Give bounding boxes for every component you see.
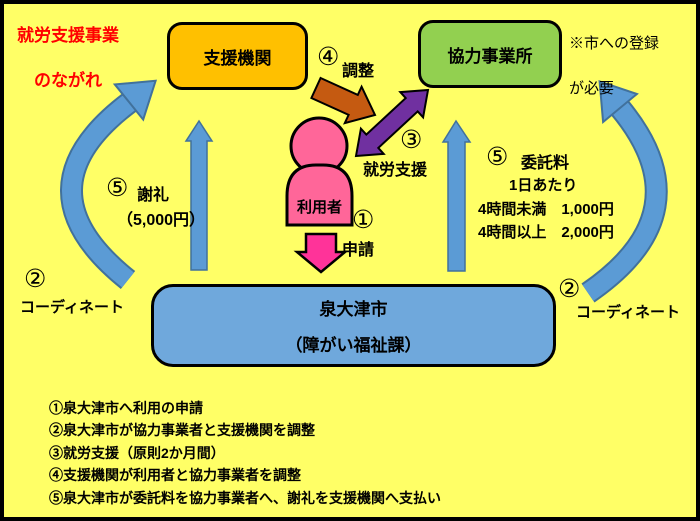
- fee-arrow-up-icon: [441, 119, 472, 272]
- step2-right-number: ②: [558, 275, 581, 303]
- partner-office-box: 協力事業所: [418, 20, 562, 88]
- step1-label: 申請: [342, 242, 375, 259]
- user-label: 利用者: [296, 199, 342, 216]
- support-double-arrow-icon: [354, 88, 430, 158]
- city-dept-label: （障がい福祉課）: [285, 336, 422, 355]
- reward-amount: （5,000円）: [117, 212, 206, 229]
- step1-number: ①: [352, 206, 375, 234]
- coordinate-right-label: コーディネート: [576, 304, 680, 321]
- city-name-label: 泉大津市: [319, 300, 388, 319]
- step2-left-number: ②: [24, 265, 47, 293]
- user-icon: [285, 116, 354, 227]
- coordinate-arrow-left-icon: [60, 79, 158, 289]
- registration-note-line2: が必要: [569, 81, 615, 97]
- support-org-box: 支援機関: [167, 22, 308, 90]
- legend-item-4: ④支援機関が利用者と協力事業者を調整: [49, 467, 301, 484]
- step3-label: 就労支援: [363, 162, 428, 179]
- apply-arrow-down-icon: [293, 232, 349, 274]
- legend-item-2: ②泉大津市が協力事業者と支援機関を調整: [49, 422, 315, 439]
- support-org-label: 支援機関: [203, 48, 272, 68]
- coordinate-left-label: コーディネート: [20, 299, 124, 316]
- reward-arrow-up-icon: [184, 119, 214, 271]
- legend-item-3: ③就労支援（原則2か月間）: [49, 444, 225, 461]
- coordinate-arrow-right-icon: [581, 79, 668, 303]
- step5-left-number: ⑤: [106, 174, 129, 202]
- page-title-line2: のながれ: [34, 70, 102, 90]
- fee-over4h-row: 4時間以上 2,000円: [478, 224, 614, 241]
- registration-note: ※市への登録 が必要: [569, 33, 659, 101]
- city-box: 泉大津市 （障がい福祉課）: [151, 284, 556, 367]
- legend-item-1: ①泉大津市へ利用の申請: [49, 400, 203, 416]
- legend-list: ①泉大津市へ利用の申請 ②泉大津市が協力事業者と支援機関を調整 ③就労支援（原則…: [49, 397, 441, 509]
- fee-under4h-row: 4時間未満 1,000円: [478, 201, 614, 218]
- reward-label: 謝礼: [137, 187, 170, 204]
- step3-number: ③: [400, 126, 423, 154]
- step5-right-number: ⑤: [486, 143, 509, 171]
- step4-label: 調整: [342, 63, 375, 80]
- fee-label: 委託料: [521, 155, 570, 172]
- diagram-arrows-layer: [60, 76, 668, 303]
- page-title: 就労支援事業 のながれ: [12, 25, 124, 92]
- registration-note-line1: ※市への登録: [569, 36, 660, 52]
- partner-office-label: 協力事業所: [447, 46, 533, 66]
- adjust-arrow-icon: [310, 76, 377, 125]
- page-title-line1: 就労支援事業: [17, 26, 119, 45]
- step4-number: ④: [317, 43, 340, 71]
- fee-per-day-label: 1日あたり: [509, 177, 578, 194]
- legend-item-5: ⑤泉大津市が委託料を協力事業者へ、謝礼を支援機関へ支払い: [49, 489, 441, 506]
